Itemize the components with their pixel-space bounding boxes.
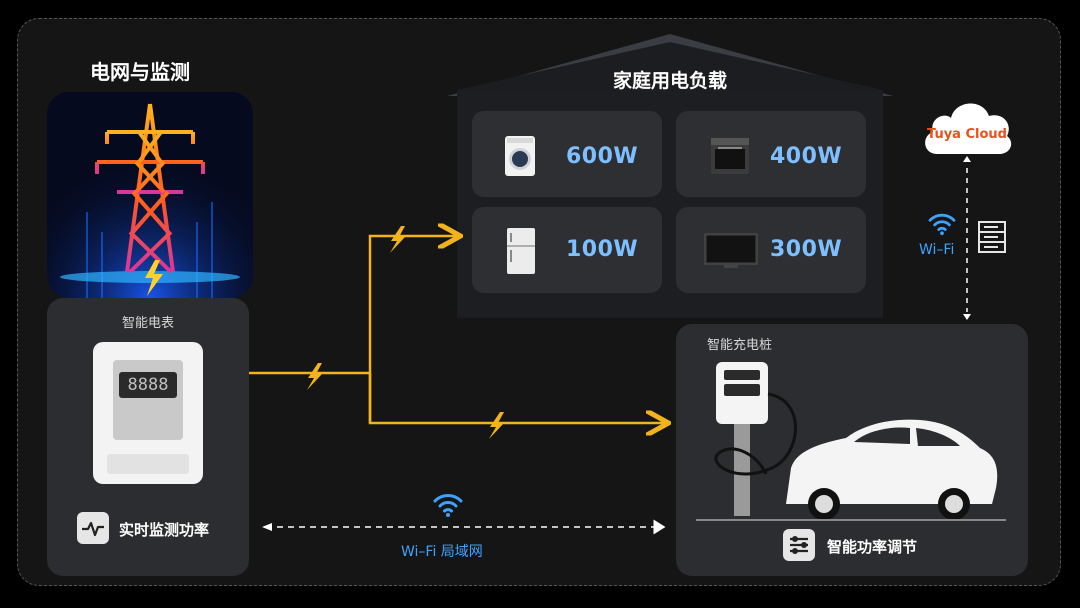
wifi-lan-label: Wi–Fi 局域网 bbox=[401, 544, 483, 560]
charger-panel: 智能充电桩 智能功率调节 bbox=[676, 324, 1028, 576]
ev-charger-icon bbox=[696, 354, 1016, 522]
lightning-icon bbox=[307, 226, 504, 439]
smart-meter-title: 智能电表 bbox=[121, 316, 174, 331]
appliance-card-washer: 600W bbox=[472, 111, 662, 197]
washing-machine-icon bbox=[504, 135, 536, 177]
charger-feature-label: 智能功率调节 bbox=[827, 538, 918, 556]
smart-meter-panel: 智能电表 8888 实时监测功率 bbox=[47, 298, 249, 576]
wifi-icon bbox=[433, 492, 463, 518]
appliance-watts: 100W bbox=[566, 237, 639, 262]
charger-title: 智能充电桩 bbox=[707, 338, 773, 353]
refrigerator-icon bbox=[506, 227, 536, 275]
power-tower-tile bbox=[47, 92, 253, 298]
wifi-right-label: Wi–Fi bbox=[919, 242, 955, 258]
appliance-watts: 400W bbox=[770, 144, 843, 169]
wifi-icon bbox=[928, 212, 956, 236]
appliance-card-fridge: 100W bbox=[472, 207, 662, 293]
meter-feature-label: 实时监测功率 bbox=[119, 521, 210, 539]
appliance-watts: 600W bbox=[566, 144, 639, 169]
server-icon bbox=[978, 221, 1006, 253]
grid-title: 电网与监测 bbox=[90, 60, 190, 84]
power-tower-icon bbox=[47, 92, 253, 298]
pulse-icon bbox=[77, 512, 109, 544]
appliance-card-tv: 300W bbox=[676, 207, 866, 293]
cloud-label: Tuya Cloud bbox=[927, 127, 1007, 142]
appliance-card-oven: 400W bbox=[676, 111, 866, 197]
tv-icon bbox=[704, 233, 758, 271]
cloud-icon bbox=[919, 92, 1015, 158]
sliders-icon bbox=[783, 529, 815, 561]
house-title: 家庭用电负载 bbox=[612, 70, 727, 92]
appliance-watts: 300W bbox=[770, 237, 843, 262]
smart-meter-device: 8888 bbox=[93, 342, 203, 484]
oven-icon bbox=[710, 137, 750, 175]
meter-display: 8888 bbox=[119, 372, 177, 398]
